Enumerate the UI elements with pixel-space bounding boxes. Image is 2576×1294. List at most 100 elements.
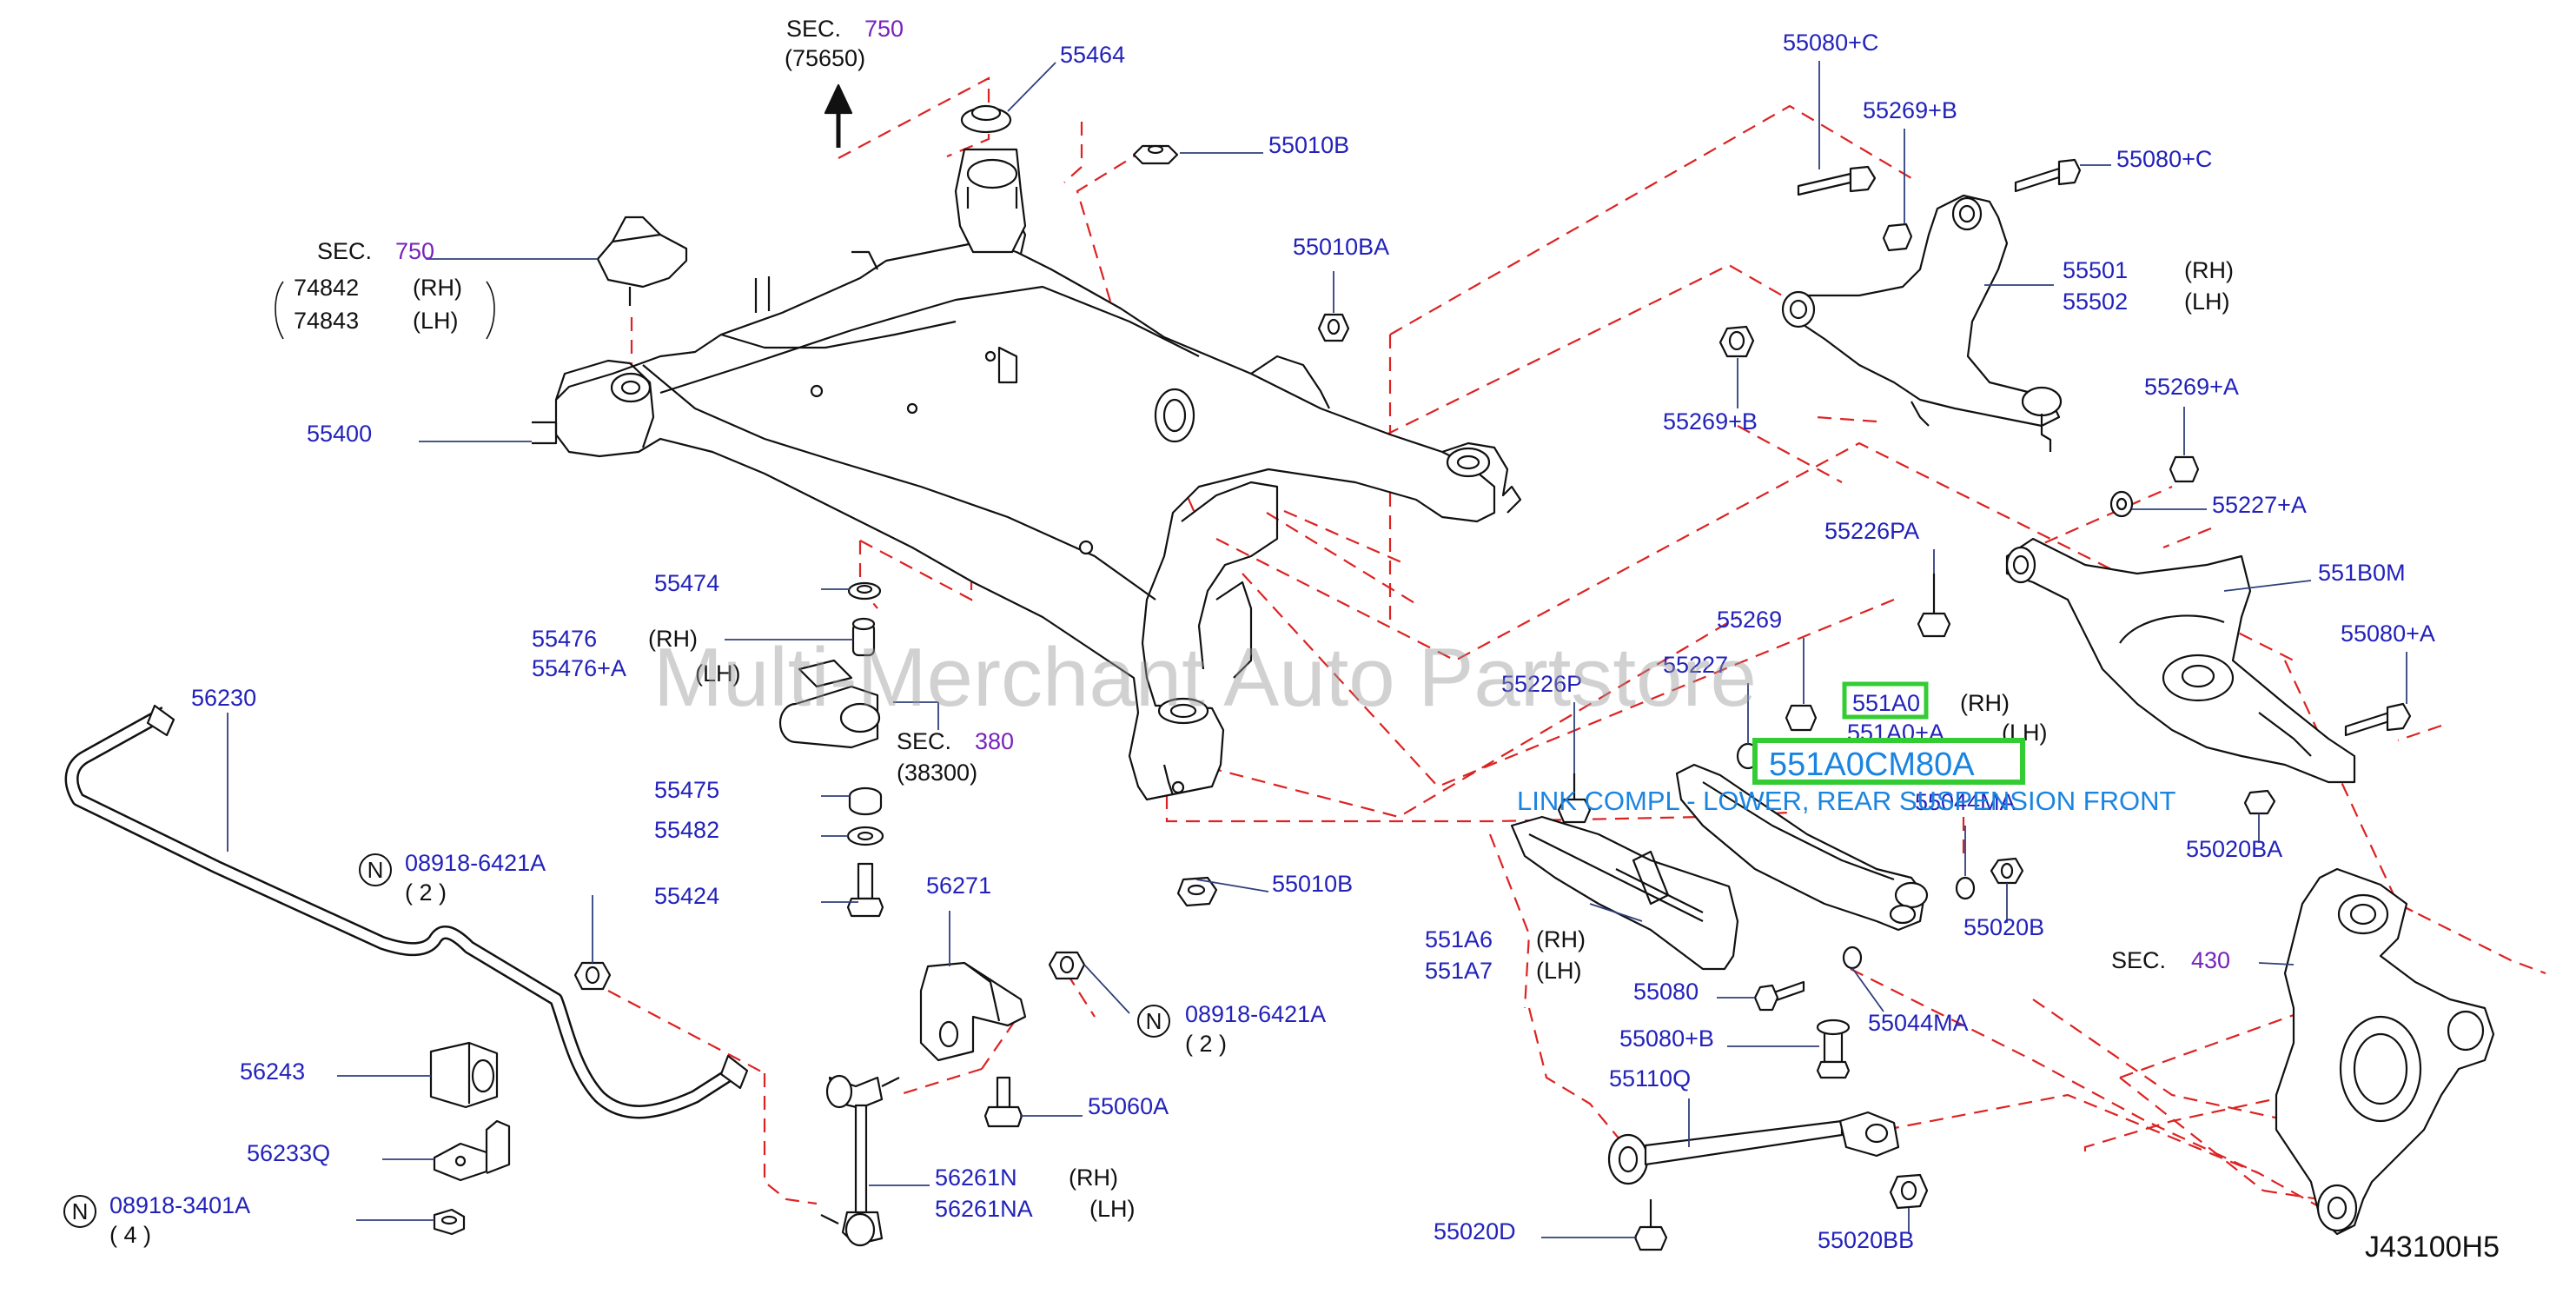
watermark: Multi-Merchant Auto Partstore [653,631,1757,724]
stabilizer-bar-part [64,704,749,1119]
label-sec750-left-num: 750 [395,238,434,264]
selected-part-highlight[interactable]: 551A0CM80A LINK COMPL - LOWER, REAR SUSP… [1517,681,2176,816]
label-p75650: (75650) [785,45,865,71]
label-p55501[interactable]: 55501 [2063,257,2128,283]
lower-link-551A0-part [1675,763,1929,932]
label-p55080C-a[interactable]: 55080+C [1783,30,1878,56]
n-marker-circle [63,1195,96,1228]
bracket-marks [275,281,495,340]
bolt-55424-part [846,862,884,918]
washer-55044MA-b-part [1842,946,1863,970]
label-p55269A[interactable]: 55269+A [2144,374,2239,400]
bushing-assembly-part [778,659,881,749]
label-p551A7[interactable]: 551A7 [1425,958,1493,984]
label-p55044MA-a[interactable]: 55044MA [1915,789,2016,815]
nut-55020BB-part [1889,1173,1929,1210]
label-p55010BA[interactable]: 55010BA [1293,234,1389,260]
label-p55020B[interactable]: 55020B [1963,914,2044,940]
label-p55400[interactable]: 55400 [307,421,372,447]
nut-55269-part [1785,704,1818,732]
highlight-description: LINK COMPL - LOWER, REAR SUSPENSION FRON… [1517,786,2176,816]
label-p08918-3401A[interactable]: 08918-3401A [109,1192,250,1218]
n-marker-n2: N [1137,1005,1170,1038]
nut-55010B-bottom-part [1176,876,1218,907]
label-p55020BB[interactable]: 55020BB [1818,1227,1914,1253]
label-sec380: SEC. [897,728,951,754]
label-p08918-6421A-b-q: ( 2 ) [1185,1031,1227,1057]
label-p55227[interactable]: 55227 [1663,652,1728,678]
label-p56243[interactable]: 56243 [240,1058,305,1085]
nut-55010BA-part [1317,313,1350,342]
label-p55502[interactable]: 55502 [2063,289,2128,315]
nut-55269A-part [2169,455,2200,483]
label-p08918-6421A-b[interactable]: 08918-6421A [1185,1001,1326,1027]
nut-55020BA-part [2243,789,2276,815]
label-p55226PA[interactable]: 55226PA [1824,518,1919,544]
label-p08918-6421A-a[interactable]: 08918-6421A [405,850,546,876]
label-p55110Q[interactable]: 55110Q [1609,1065,1691,1092]
label-p55269B-b[interactable]: 55269+B [1663,408,1758,435]
bolt-55080-part [1753,980,1805,1012]
label-p55475[interactable]: 55475 [654,777,719,803]
label-p55476A[interactable]: 55476+A [532,655,626,681]
label-p55464[interactable]: 55464 [1060,42,1125,68]
stabilizer-link-part [820,1074,900,1247]
label-p56233Q[interactable]: 56233Q [247,1140,330,1166]
nut-55020B-part [1990,857,2024,885]
washer-55474-part [847,581,882,601]
label-p55226P[interactable]: 55226P [1501,671,1582,697]
label-p55020BA[interactable]: 55020BA [2186,836,2282,862]
n-marker-group: N N N [63,853,1170,1228]
highlight-part-no: 551A0CM80A [1769,747,1975,783]
highlight-box-551A0 [1842,681,1929,720]
label-p55482[interactable]: 55482 [654,817,719,843]
bolt-55080B-part [1816,1019,1851,1079]
rear-subframe-part [532,148,1522,801]
label-p55010B-b[interactable]: 55010B [1272,871,1353,897]
label-p56261N[interactable]: 56261N [935,1165,1017,1191]
insulator-55464-part [960,104,1012,134]
nut-55269B-b-part [1718,325,1755,358]
label-p551A0[interactable]: 551A0 [1852,690,1920,716]
label-p56230[interactable]: 56230 [191,685,256,711]
upper-arm-part [1781,194,2063,452]
label-p55080A[interactable]: 55080+A [2341,620,2435,647]
label-p55269[interactable]: 55269 [1717,607,1782,633]
label-p55227A[interactable]: 55227+A [2212,492,2307,518]
label-p55060A[interactable]: 55060A [1088,1093,1169,1119]
label-p38300: (38300) [897,760,977,786]
label-p55424[interactable]: 55424 [654,883,719,909]
label-p55080B[interactable]: 55080+B [1619,1025,1714,1052]
bushing-56243-part [429,1041,499,1109]
label-p551B0M[interactable]: 551B0M [2318,560,2406,586]
label-p55044MA-b[interactable]: 55044MA [1868,1010,1969,1036]
label-p551A6[interactable]: 551A6 [1425,926,1493,952]
label-sec750-top-num: 750 [864,16,904,42]
nut-55269B-a-part [1882,222,1913,252]
knuckle-part [2275,867,2495,1236]
label-p551A6-rh: (RH) [1536,926,1586,952]
label-p55502-lh: (LH) [2184,289,2230,315]
label-p55476[interactable]: 55476 [532,626,597,652]
n-marker-circle [1137,1005,1170,1038]
label-p551A0-rh: (RH) [1960,690,2010,716]
arrow-up-icon [824,83,853,148]
lateral-link-55110Q-part [1607,1111,1900,1185]
nut-55010B-top-part [1132,144,1179,165]
part-drawings [64,83,2495,1251]
label-p56261NA[interactable]: 56261NA [935,1196,1033,1222]
label-p55010B-a[interactable]: 55010B [1268,132,1349,158]
label-p55269B-a[interactable]: 55269+B [1863,97,1957,123]
label-p55474[interactable]: 55474 [654,570,719,596]
highlight-box-part-no [1752,738,2025,785]
label-p55080C-b[interactable]: 55080+C [2116,146,2212,172]
n-marker-n3: N [63,1195,96,1228]
n-marker-letter: N [368,857,384,883]
label-p551A7-lh: (LH) [1536,958,1582,984]
label-p56271[interactable]: 56271 [926,873,991,899]
label-p55020D[interactable]: 55020D [1434,1218,1516,1244]
label-p55080[interactable]: 55080 [1633,979,1699,1005]
washer-55475-part [848,786,883,816]
label-p08918-3401A-q: ( 4 ) [109,1222,151,1248]
